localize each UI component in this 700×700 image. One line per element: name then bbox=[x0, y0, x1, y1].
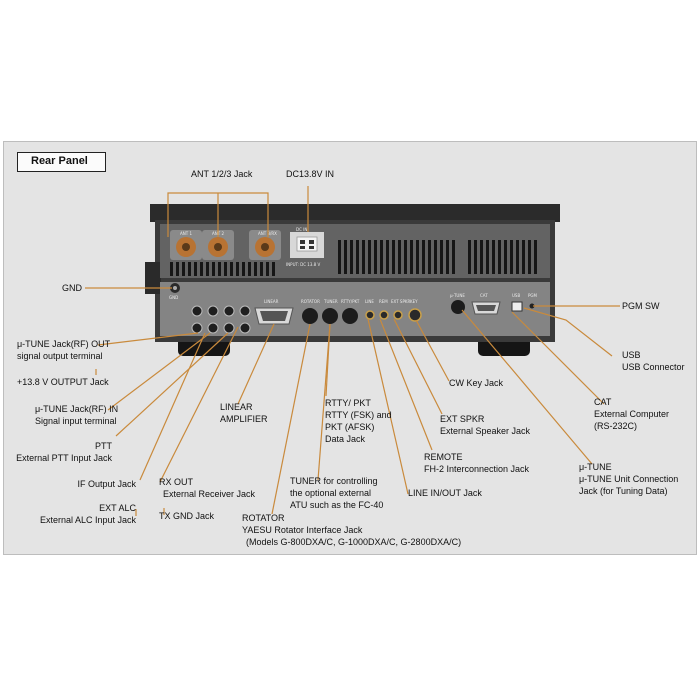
label-usb-2: USB Connector bbox=[622, 362, 685, 372]
label-ext-alc-2: External ALC Input Jack bbox=[39, 515, 136, 525]
label-mutune-out-2: signal output terminal bbox=[17, 351, 103, 361]
mark-dcin: DC IN bbox=[296, 227, 307, 232]
leader-cw-key bbox=[415, 319, 450, 382]
cat-connector bbox=[471, 301, 501, 315]
leader-mutune-out bbox=[97, 332, 199, 346]
leader-mutune-in bbox=[107, 332, 211, 411]
leader-remote bbox=[379, 318, 433, 451]
label-line-in-out: LINE IN/OUT Jack bbox=[408, 488, 482, 498]
mark-tuner: TUNER bbox=[323, 299, 338, 304]
label-rtty-1: RTTY/ PKT bbox=[325, 398, 371, 408]
chassis-side-left bbox=[145, 262, 161, 294]
mark-dcin-spec: INPUT: DC 13.8 V bbox=[286, 262, 320, 267]
leader-rotator bbox=[271, 323, 311, 515]
label-remote-2: FH-2 Interconnection Jack bbox=[424, 464, 530, 474]
pgm-switch bbox=[529, 303, 535, 309]
mark-rem: REM bbox=[379, 299, 388, 304]
label-cat-1: CAT bbox=[594, 397, 612, 407]
label-rx-out-1: RX OUT bbox=[159, 477, 194, 487]
vent-left bbox=[170, 262, 275, 276]
rca-jack-grid bbox=[191, 305, 251, 334]
leader-mutune-unit bbox=[461, 309, 593, 465]
label-tuner-3: ATU such as the FC-40 bbox=[290, 500, 384, 510]
mark-key: KEY bbox=[410, 299, 418, 304]
label-tuner-2: the optional external bbox=[290, 488, 372, 498]
label-usb-1: USB bbox=[622, 350, 641, 360]
mark-ext-spkr: EXT SPKR bbox=[391, 299, 410, 304]
label-gnd: GND bbox=[62, 283, 82, 293]
label-linear-2: AMPLIFIER bbox=[220, 414, 268, 424]
label-rx-out-2: External Receiver Jack bbox=[163, 489, 256, 499]
label-pgm-sw: PGM SW bbox=[622, 301, 660, 311]
mark-rtty: RTTY/PKT bbox=[341, 299, 360, 304]
diagram-title: Rear Panel bbox=[17, 152, 106, 172]
leader-rx-out bbox=[159, 326, 239, 483]
label-if-output: IF Output Jack bbox=[77, 479, 136, 489]
label-mutune-unit-3: Jack (for Tuning Data) bbox=[579, 486, 668, 496]
vent-middle bbox=[338, 240, 455, 274]
label-remote-1: REMOTE bbox=[424, 452, 463, 462]
leader-linear bbox=[237, 323, 275, 405]
label-ext-spkr-2: External Speaker Jack bbox=[440, 426, 531, 436]
small-jacks bbox=[365, 310, 403, 320]
label-rtty-4: Data Jack bbox=[325, 434, 366, 444]
label-rtty-2: RTTY (FSK) and bbox=[325, 410, 392, 420]
label-ext-alc-1: EXT ALC bbox=[99, 503, 136, 513]
label-rtty-3: PKT (AFSK) bbox=[325, 422, 375, 432]
label-mutune-in-1: μ-TUNE Jack(RF) IN bbox=[35, 404, 119, 414]
mark-line: LINE bbox=[365, 299, 374, 304]
leader-lines bbox=[85, 186, 620, 516]
ant2-connector bbox=[202, 230, 234, 260]
label-cat-2: External Computer bbox=[594, 409, 670, 419]
leader-ext-spkr bbox=[393, 318, 443, 415]
leader-tuner bbox=[317, 323, 331, 481]
leader-ptt bbox=[115, 332, 229, 437]
ant1-connector bbox=[170, 230, 202, 260]
key-jack bbox=[408, 308, 422, 322]
leader-usb bbox=[523, 307, 613, 357]
mark-usb: USB bbox=[512, 293, 520, 298]
label-mutune-unit-1: μ-TUNE bbox=[579, 462, 612, 472]
leader-line-io bbox=[367, 318, 409, 495]
label-ptt-1: PTT bbox=[95, 441, 112, 451]
label-rotator-1: ROTATOR bbox=[242, 513, 285, 523]
label-rotator-3: (Models G-800DXA/C, G-1000DXA/C, G-2800D… bbox=[246, 537, 462, 547]
label-cat-3: (RS-232C) bbox=[594, 421, 638, 431]
mark-gnd: GND bbox=[169, 295, 178, 300]
label-tuner-1: TUNER for controlling bbox=[290, 476, 378, 486]
label-ptt-2: External PTT Input Jack bbox=[16, 453, 112, 463]
mu-tune-connector bbox=[451, 300, 465, 314]
din-jacks bbox=[302, 308, 358, 324]
label-tx-gnd: TX GND Jack bbox=[159, 511, 215, 521]
label-rotator-2: YAESU Rotator Interface Jack bbox=[242, 525, 363, 535]
leader-ant bbox=[167, 192, 269, 237]
ant3-connector bbox=[249, 230, 281, 260]
mark-rotator: ROTATOR bbox=[301, 299, 320, 304]
mark-pgm: PGM bbox=[528, 293, 538, 298]
mark-linear: LINEAR bbox=[264, 299, 279, 304]
vent-right bbox=[468, 240, 537, 274]
label-mutune-in-2: Signal input terminal bbox=[35, 416, 117, 426]
label-ant-jack: ANT 1/2/3 Jack bbox=[191, 169, 253, 179]
mark-ant1: ANT 1 bbox=[180, 231, 192, 236]
mark-mu-tune: μ-TUNE bbox=[450, 293, 465, 298]
chassis-top bbox=[150, 204, 560, 222]
label-dc-in: DC13.8V IN bbox=[286, 169, 335, 179]
leader-cat bbox=[511, 311, 605, 405]
label-138v-output: +13.8 V OUTPUT Jack bbox=[17, 377, 109, 387]
leader-if-out bbox=[139, 332, 206, 481]
label-mutune-out-1: μ-TUNE Jack(RF) OUT bbox=[17, 339, 111, 349]
label-linear-1: LINEAR bbox=[220, 402, 253, 412]
label-ext-spkr-1: EXT SPKR bbox=[440, 414, 485, 424]
label-mutune-unit-2: μ-TUNE Unit Connection bbox=[579, 474, 679, 484]
mark-cat: CAT bbox=[480, 293, 488, 298]
dc-in-connector bbox=[290, 232, 324, 258]
linear-connector bbox=[254, 307, 294, 325]
gnd-terminal bbox=[170, 283, 180, 293]
label-cw-key: CW Key Jack bbox=[449, 378, 504, 388]
usb-connector bbox=[511, 301, 523, 312]
